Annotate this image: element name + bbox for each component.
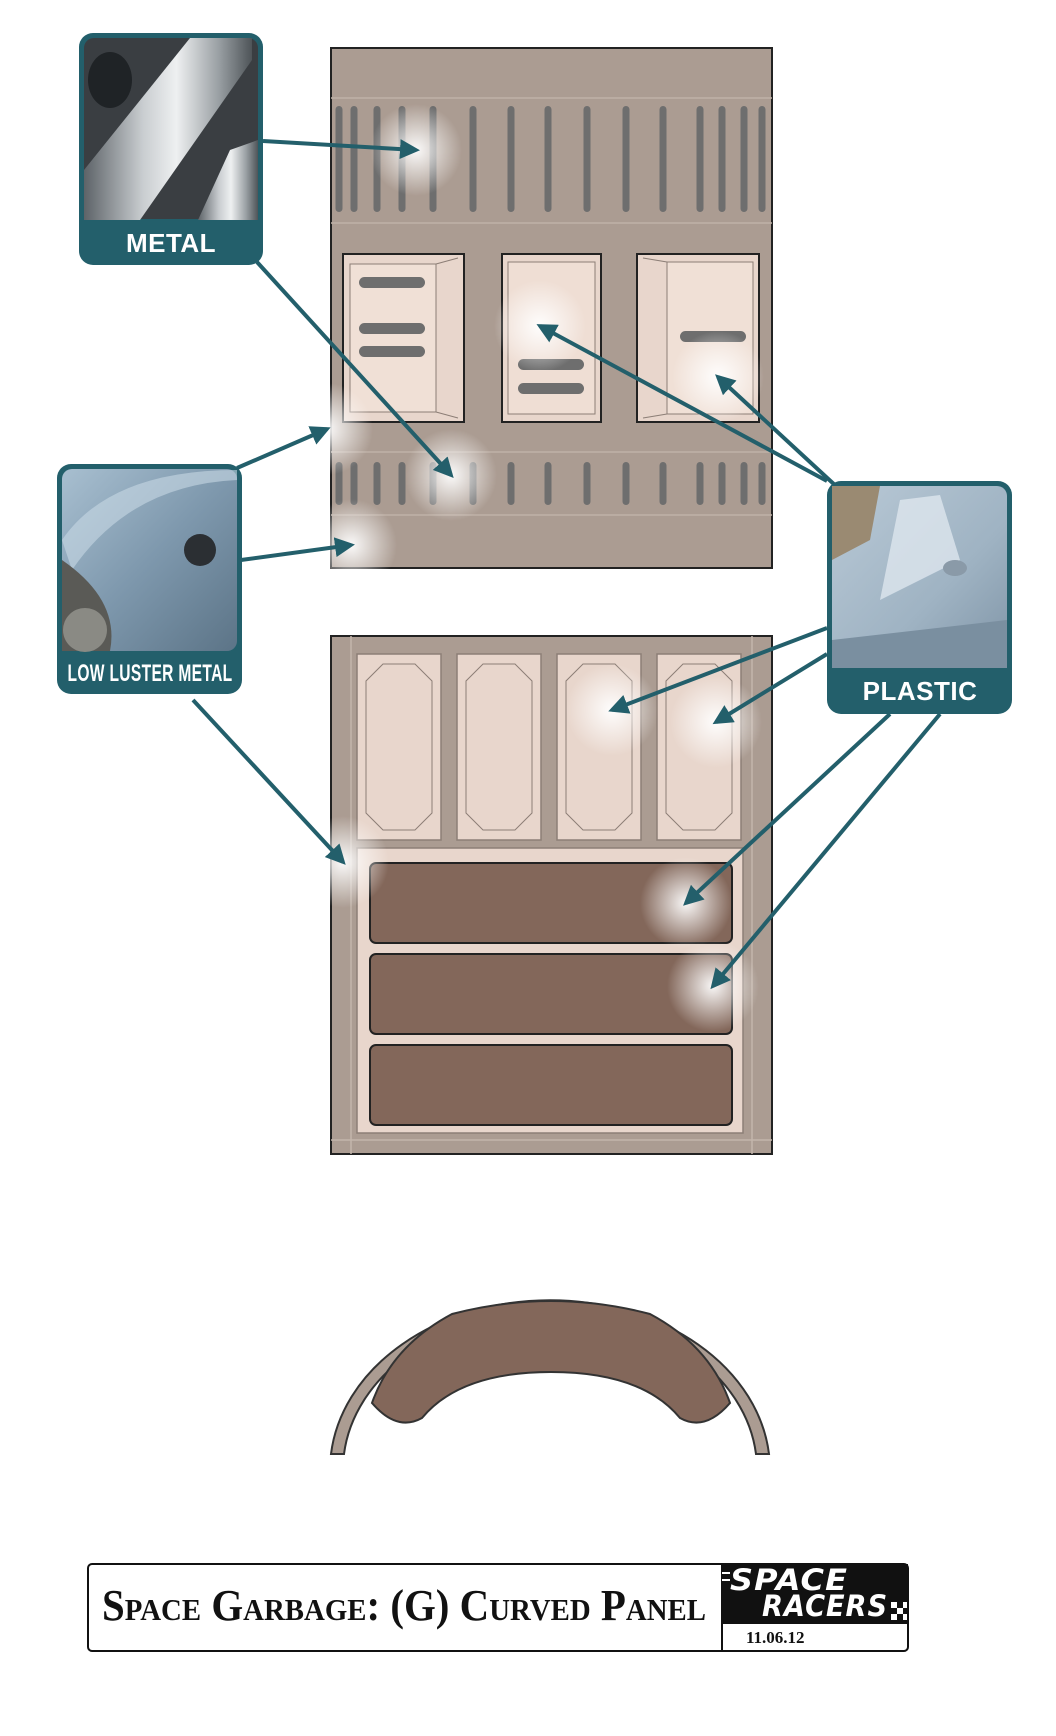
logo-line-racers: RACERS: [762, 1589, 888, 1623]
vent-slot: [622, 462, 630, 505]
brown-plastic-bar: [369, 1044, 733, 1126]
low-luster-metal-callout: LOW LUSTER METAL: [57, 464, 242, 694]
callout-arrow: [712, 652, 829, 725]
sheet-date: 11.06.12: [746, 1628, 805, 1647]
vent-slot: [507, 106, 515, 212]
callout-arrow: [683, 712, 892, 906]
plastic-photo: [832, 486, 1007, 668]
callout-arrow: [608, 626, 828, 714]
vent-slot: [622, 106, 630, 212]
callout-arrows: [191, 139, 942, 990]
vent-slot: [740, 462, 748, 505]
vent-slot: [544, 462, 552, 505]
vent-slot: [350, 462, 358, 505]
callout-arrow: [255, 260, 454, 478]
metal-callout: METAL: [79, 33, 263, 265]
vent-slot: [758, 106, 766, 212]
callout-arrow: [191, 698, 346, 865]
sheet-title: Space Garbage: (G) Curved Panel: [102, 1581, 706, 1630]
vent-slot: [373, 462, 381, 505]
plastic-label: PLASTIC: [863, 676, 978, 706]
vent-slot: [718, 106, 726, 212]
callout-arrow: [536, 324, 828, 483]
callout-arrow: [236, 426, 331, 470]
lower-vent-slots: [335, 462, 766, 505]
vent-slot: [659, 106, 667, 212]
vent-slot: [659, 462, 667, 505]
vent-slot: [507, 462, 515, 505]
callout-arrow: [710, 712, 942, 990]
title-block: Space Garbage: (G) Curved Panel SPACE RA…: [87, 1563, 909, 1652]
vent-slot: [335, 106, 343, 212]
callout-arrow: [715, 374, 839, 489]
plastic-box-left: [342, 253, 465, 423]
logo-line-space: SPACE: [730, 1563, 848, 1597]
plastic-tile: [356, 653, 442, 841]
checkered-flag-icon: [891, 1602, 907, 1620]
vent-slot: [758, 462, 766, 505]
vent-slot: [469, 106, 477, 212]
vent-slot: [544, 106, 552, 212]
vent-slot: [696, 462, 704, 505]
fender-photo: [62, 469, 237, 652]
brown-plastic-bars: [369, 862, 733, 1126]
vent-slot: [350, 106, 358, 212]
metal-photo: [84, 38, 258, 220]
vent-slot: [740, 106, 748, 212]
curved-panel-side-view: [329, 1299, 771, 1455]
metal-label: METAL: [126, 228, 216, 258]
vent-slot: [718, 462, 726, 505]
vent-slot: [398, 462, 406, 505]
low-luster-metal-label: LOW LUSTER METAL: [68, 660, 233, 687]
vent-slot: [696, 106, 704, 212]
vent-slot: [583, 106, 591, 212]
space-racers-logo: SPACE RACERS: [722, 1563, 908, 1624]
callout-arrow: [262, 139, 420, 160]
plastic-tile: [456, 653, 542, 841]
callout-arrow: [240, 537, 355, 562]
vent-slot: [583, 462, 591, 505]
plastic-callout: PLASTIC: [827, 481, 1012, 714]
